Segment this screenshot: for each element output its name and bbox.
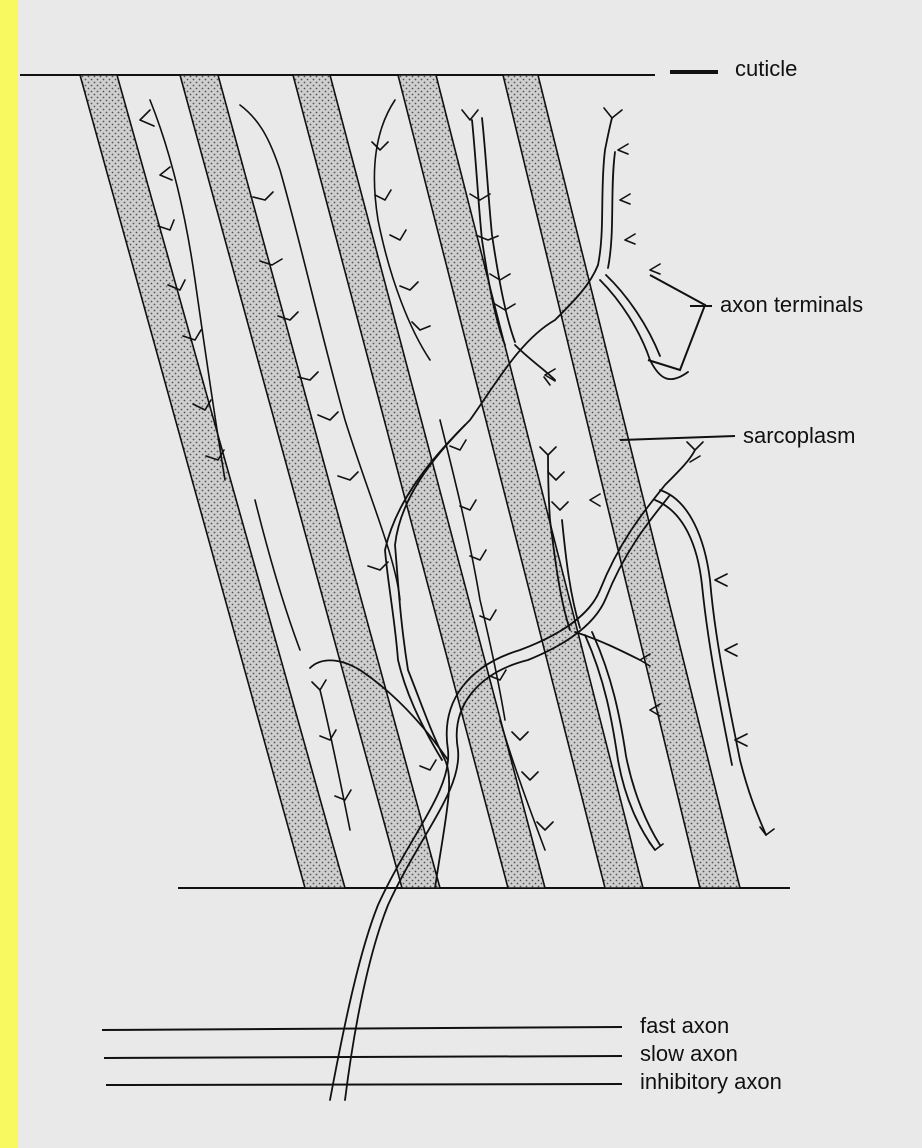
inhibitory-axon-line (106, 1084, 622, 1085)
inhibitory-axon-label: inhibitory axon (640, 1069, 782, 1094)
axon-terminals-label: axon terminals (720, 292, 863, 317)
slow-axon-label: slow axon (640, 1041, 738, 1066)
diagram-background (18, 0, 922, 1148)
sarcoplasm-label: sarcoplasm (743, 423, 855, 448)
fast-axon-label: fast axon (640, 1013, 729, 1038)
cuticle-label: cuticle (735, 56, 797, 81)
